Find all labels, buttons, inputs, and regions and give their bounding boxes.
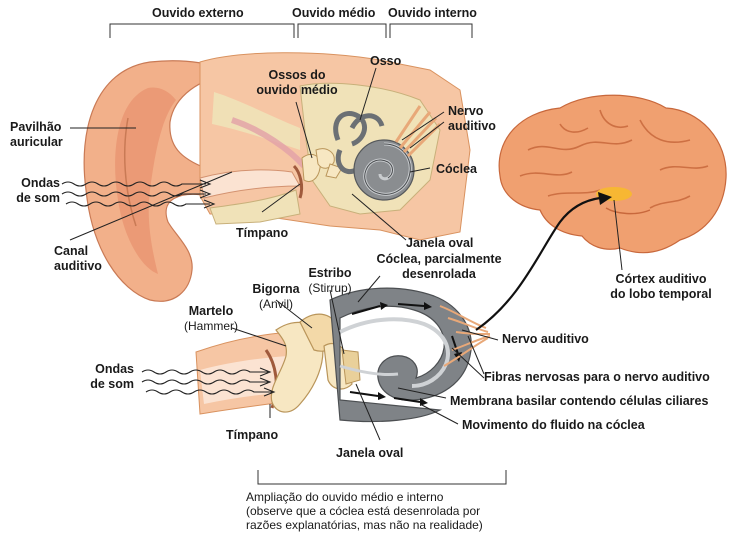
basilar-membrane-label: Membrana basilar contendo células ciliar… bbox=[450, 394, 708, 409]
auditory-cortex-line-2: do lobo temporal bbox=[602, 287, 720, 302]
malleus-label-pt: Martelo bbox=[178, 304, 244, 319]
auditory-cortex-label: Córtex auditivo do lobo temporal bbox=[602, 272, 720, 302]
auditory-nerve-upper-line-1: Nervo bbox=[448, 104, 496, 119]
sound-waves-label-lower: Ondas de som bbox=[86, 362, 134, 392]
uncoiled-cochlea-line-1: Cóclea, parcialmente bbox=[364, 252, 514, 267]
caption-line-1: Ampliação do ouvido médio e interno bbox=[246, 490, 483, 504]
sound-waves-label-upper: Ondas de som bbox=[14, 176, 60, 206]
sound-waves-upper-line-1: Ondas bbox=[14, 176, 60, 191]
oval-window-label-lower: Janela oval bbox=[336, 446, 403, 461]
pinna-label: Pavilhão auricular bbox=[10, 120, 63, 150]
caption-line-3: razões explanatórias, mas não na realida… bbox=[246, 518, 483, 532]
nerve-fibers-label: Fibras nervosas para o nervo auditivo bbox=[484, 370, 710, 385]
brain-illustration bbox=[499, 95, 726, 252]
sound-waves-lower-line-2: de som bbox=[86, 377, 134, 392]
ossicles-label-line-1: Ossos do bbox=[250, 68, 344, 83]
auditory-cortex-line-1: Córtex auditivo bbox=[602, 272, 720, 287]
uncoiled-cochlea-label: Cóclea, parcialmente desenrolada bbox=[364, 252, 514, 282]
eardrum-label-upper: Tímpano bbox=[236, 226, 288, 241]
auditory-nerve-upper-line-2: auditivo bbox=[448, 119, 496, 134]
stapes-label-pt: Estribo bbox=[300, 266, 360, 281]
eardrum-label-lower: Tímpano bbox=[226, 428, 278, 443]
outer-ear-bracket bbox=[110, 24, 294, 38]
middle-ear-bracket bbox=[298, 24, 386, 38]
stapes-label-en: (Stirrup) bbox=[300, 281, 360, 295]
incus-label-pt: Bigorna bbox=[246, 282, 306, 297]
bone-label: Osso bbox=[370, 54, 401, 69]
malleus-label-en: (Hammer) bbox=[178, 319, 244, 333]
middle-ear-heading: Ouvido médio bbox=[292, 6, 375, 21]
uncoiled-cochlea-line-2: desenrolada bbox=[364, 267, 514, 282]
inner-ear-bracket bbox=[390, 24, 472, 38]
pinna-label-line-2: auricular bbox=[10, 135, 63, 150]
oval-window-label-upper: Janela oval bbox=[406, 236, 473, 251]
ear-canal-label-line-2: auditivo bbox=[54, 259, 102, 274]
pinna-label-line-1: Pavilhão bbox=[10, 120, 63, 135]
sound-waves-lower-line-1: Ondas bbox=[86, 362, 134, 377]
incus-label: Bigorna (Anvil) bbox=[246, 282, 306, 311]
fluid-motion-label: Movimento do fluido na cóclea bbox=[462, 418, 645, 433]
caption-bracket bbox=[258, 470, 506, 484]
stapes-label: Estribo (Stirrup) bbox=[300, 266, 360, 295]
caption-line-2: (observe que a cóclea está desenrolada p… bbox=[246, 504, 483, 518]
ear-canal-label: Canal auditivo bbox=[54, 244, 102, 274]
auditory-nerve-label-lower: Nervo auditivo bbox=[502, 332, 589, 347]
inner-ear-heading: Ouvido interno bbox=[388, 6, 477, 21]
caption: Ampliação do ouvido médio e interno (obs… bbox=[246, 490, 483, 532]
ear-canal-label-line-1: Canal bbox=[54, 244, 102, 259]
sound-waves-upper-line-2: de som bbox=[14, 191, 60, 206]
cochlea-label: Cóclea bbox=[436, 162, 477, 177]
auditory-nerve-label-upper: Nervo auditivo bbox=[448, 104, 496, 134]
outer-ear-heading: Ouvido externo bbox=[152, 6, 244, 21]
ossicles-label-line-2: ouvido médio bbox=[250, 83, 344, 98]
ossicles-label: Ossos do ouvido médio bbox=[250, 68, 344, 98]
malleus-label: Martelo (Hammer) bbox=[178, 304, 244, 333]
incus-label-en: (Anvil) bbox=[246, 297, 306, 311]
